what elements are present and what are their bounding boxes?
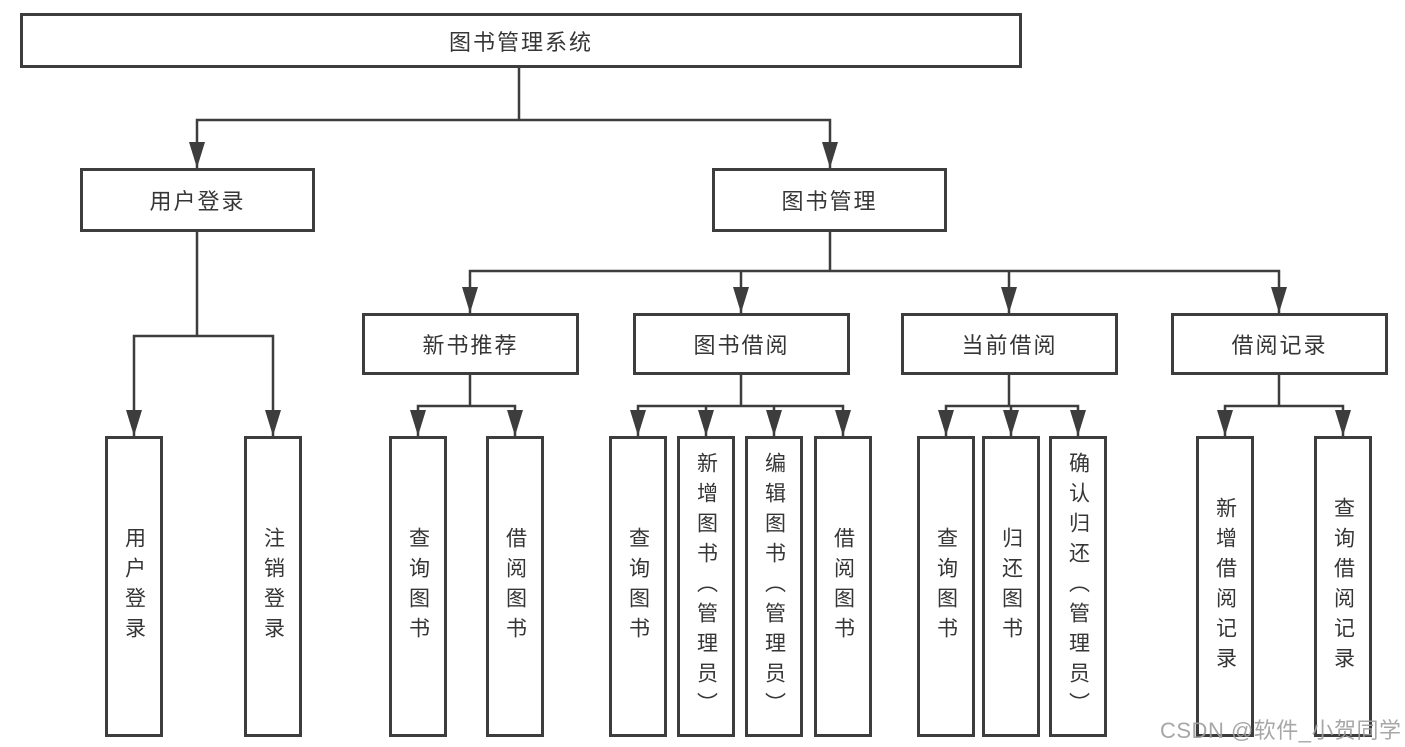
node-label: 用户登录	[122, 526, 146, 647]
node-label: 查询图书	[626, 526, 650, 647]
node-label: 借阅图书	[831, 526, 855, 647]
node-label: 查询借阅记录	[1331, 496, 1355, 677]
node-user-login-branch: 用户登录	[80, 168, 315, 232]
csdn-watermark: CSDN @软件_小贺同学	[1160, 718, 1402, 743]
leaf-records-add-record: 新增借阅记录	[1196, 436, 1254, 737]
leaf-recommend-query-books: 查询图书	[389, 436, 447, 737]
node-new-book-recommendation: 新书推荐	[362, 313, 579, 375]
node-book-borrowing: 图书借阅	[633, 313, 850, 375]
leaf-borrow-borrow-books: 借阅图书	[814, 436, 872, 737]
node-label: 新增图书（管理员）	[694, 451, 718, 722]
leaf-recommend-borrow-books: 借阅图书	[486, 436, 544, 737]
node-borrowing-records: 借阅记录	[1171, 313, 1388, 375]
node-label: 图书管理系统	[448, 29, 593, 55]
node-label: 查询图书	[406, 526, 430, 647]
leaf-current-return-books: 归还图书	[982, 436, 1040, 737]
leaf-borrow-edit-books-admin: 编辑图书（管理员）	[745, 436, 803, 737]
node-label: 新书推荐	[422, 333, 519, 358]
node-library-management-system: 图书管理系统	[20, 13, 1022, 68]
node-label: 归还图书	[999, 526, 1023, 647]
node-label: 图书管理	[781, 189, 878, 214]
leaf-user-login: 用户登录	[105, 436, 163, 737]
leaf-current-query-books: 查询图书	[917, 436, 975, 737]
node-label: 查询图书	[934, 526, 958, 647]
node-label: 注销登录	[261, 526, 285, 647]
node-label: 编辑图书（管理员）	[762, 451, 786, 722]
leaf-borrow-query-books: 查询图书	[609, 436, 667, 737]
connector-paths	[132, 66, 1345, 438]
node-label: 借阅记录	[1231, 333, 1328, 358]
node-label: 确认归还（管理员）	[1066, 451, 1090, 722]
node-label: 图书借阅	[693, 333, 790, 358]
leaf-borrow-add-books-admin: 新增图书（管理员）	[677, 436, 735, 737]
node-current-borrowing: 当前借阅	[901, 313, 1118, 375]
node-label: 当前借阅	[961, 333, 1058, 358]
node-book-management-branch: 图书管理	[712, 168, 947, 232]
node-label: 用户登录	[149, 189, 246, 214]
node-label: 新增借阅记录	[1213, 496, 1237, 677]
leaf-current-confirm-return-admin: 确认归还（管理员）	[1049, 436, 1107, 737]
leaf-logout: 注销登录	[244, 436, 302, 737]
node-label: 借阅图书	[503, 526, 527, 647]
leaf-records-query-record: 查询借阅记录	[1314, 436, 1372, 737]
